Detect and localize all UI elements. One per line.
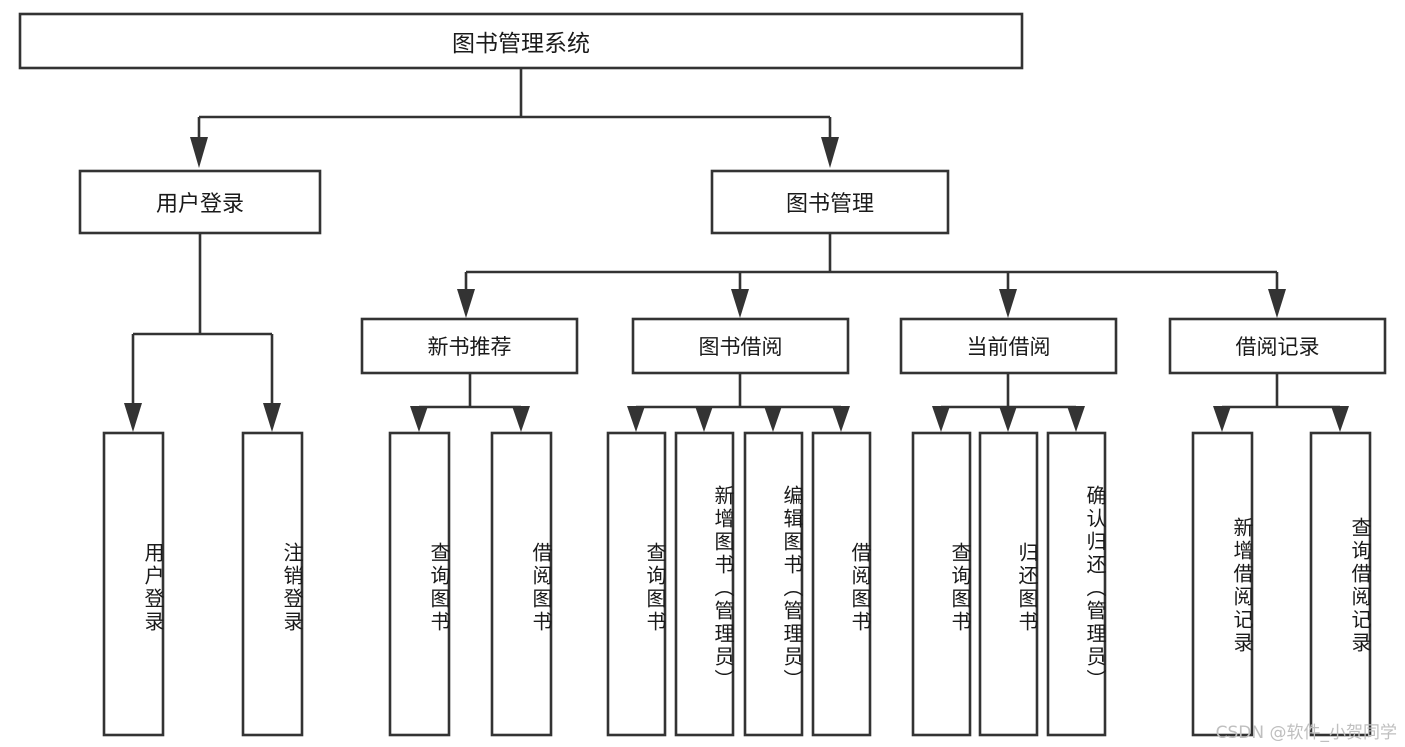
- arrow-icon-currentborrow-1: [932, 406, 950, 432]
- node-leaf-query-book-3-box[interactable]: [911, 431, 972, 737]
- arrow-icon-bookborrow-1: [627, 406, 645, 432]
- node-leaf-borrow-book-2-box[interactable]: [811, 431, 872, 737]
- arrow-icon-userlogin-1: [124, 403, 142, 432]
- arrow-icon-borrowrecord-1: [1213, 406, 1231, 432]
- arrow-icon-userlogin-2: [263, 403, 281, 432]
- node-leaf-borrow-book-1-box[interactable]: [490, 431, 553, 737]
- arrow-icon-bookmgmt-2: [731, 289, 749, 318]
- node-new-book-recommend-box[interactable]: [360, 317, 579, 375]
- arrow-icon-bookmgmt-4: [1268, 289, 1286, 318]
- node-root-box[interactable]: [18, 12, 1024, 70]
- node-book-borrow-box[interactable]: [631, 317, 850, 375]
- arrow-icon-bookborrow-4: [832, 406, 850, 432]
- node-book-management-box[interactable]: [710, 169, 950, 235]
- arrow-icon-currentborrow-2: [999, 406, 1017, 432]
- arrow-icon-newbook-2: [512, 406, 530, 432]
- arrow-icon-bookmgmt-3: [999, 289, 1017, 318]
- node-leaf-return-book-box[interactable]: [978, 431, 1039, 737]
- node-leaf-add-book-box[interactable]: [674, 431, 735, 737]
- arrow-icon-root-right: [821, 137, 839, 168]
- node-leaf-query-book-2-box[interactable]: [606, 431, 667, 737]
- arrow-icon-currentborrow-3: [1067, 406, 1085, 432]
- node-borrow-record-box[interactable]: [1168, 317, 1387, 375]
- node-leaf-query-book-1-box[interactable]: [388, 431, 451, 737]
- arrow-icon-newbook-1: [410, 406, 428, 432]
- node-leaf-user-logout-box[interactable]: [241, 431, 304, 737]
- arrow-icon-borrowrecord-2: [1331, 406, 1349, 432]
- node-user-login-box[interactable]: [78, 169, 322, 235]
- node-current-borrow-box[interactable]: [899, 317, 1118, 375]
- arrow-icon-bookmgmt-1: [457, 289, 475, 318]
- node-leaf-confirm-return-box[interactable]: [1046, 431, 1107, 737]
- node-leaf-add-record-box[interactable]: [1191, 431, 1254, 737]
- arrow-icon-bookborrow-2: [695, 406, 713, 432]
- arrow-icon-bookborrow-3: [764, 406, 782, 432]
- arrow-icon-root-left: [190, 137, 208, 168]
- node-leaf-query-record-box[interactable]: [1309, 431, 1372, 737]
- node-leaf-user-login-box[interactable]: [102, 431, 165, 737]
- node-leaf-edit-book-box[interactable]: [743, 431, 804, 737]
